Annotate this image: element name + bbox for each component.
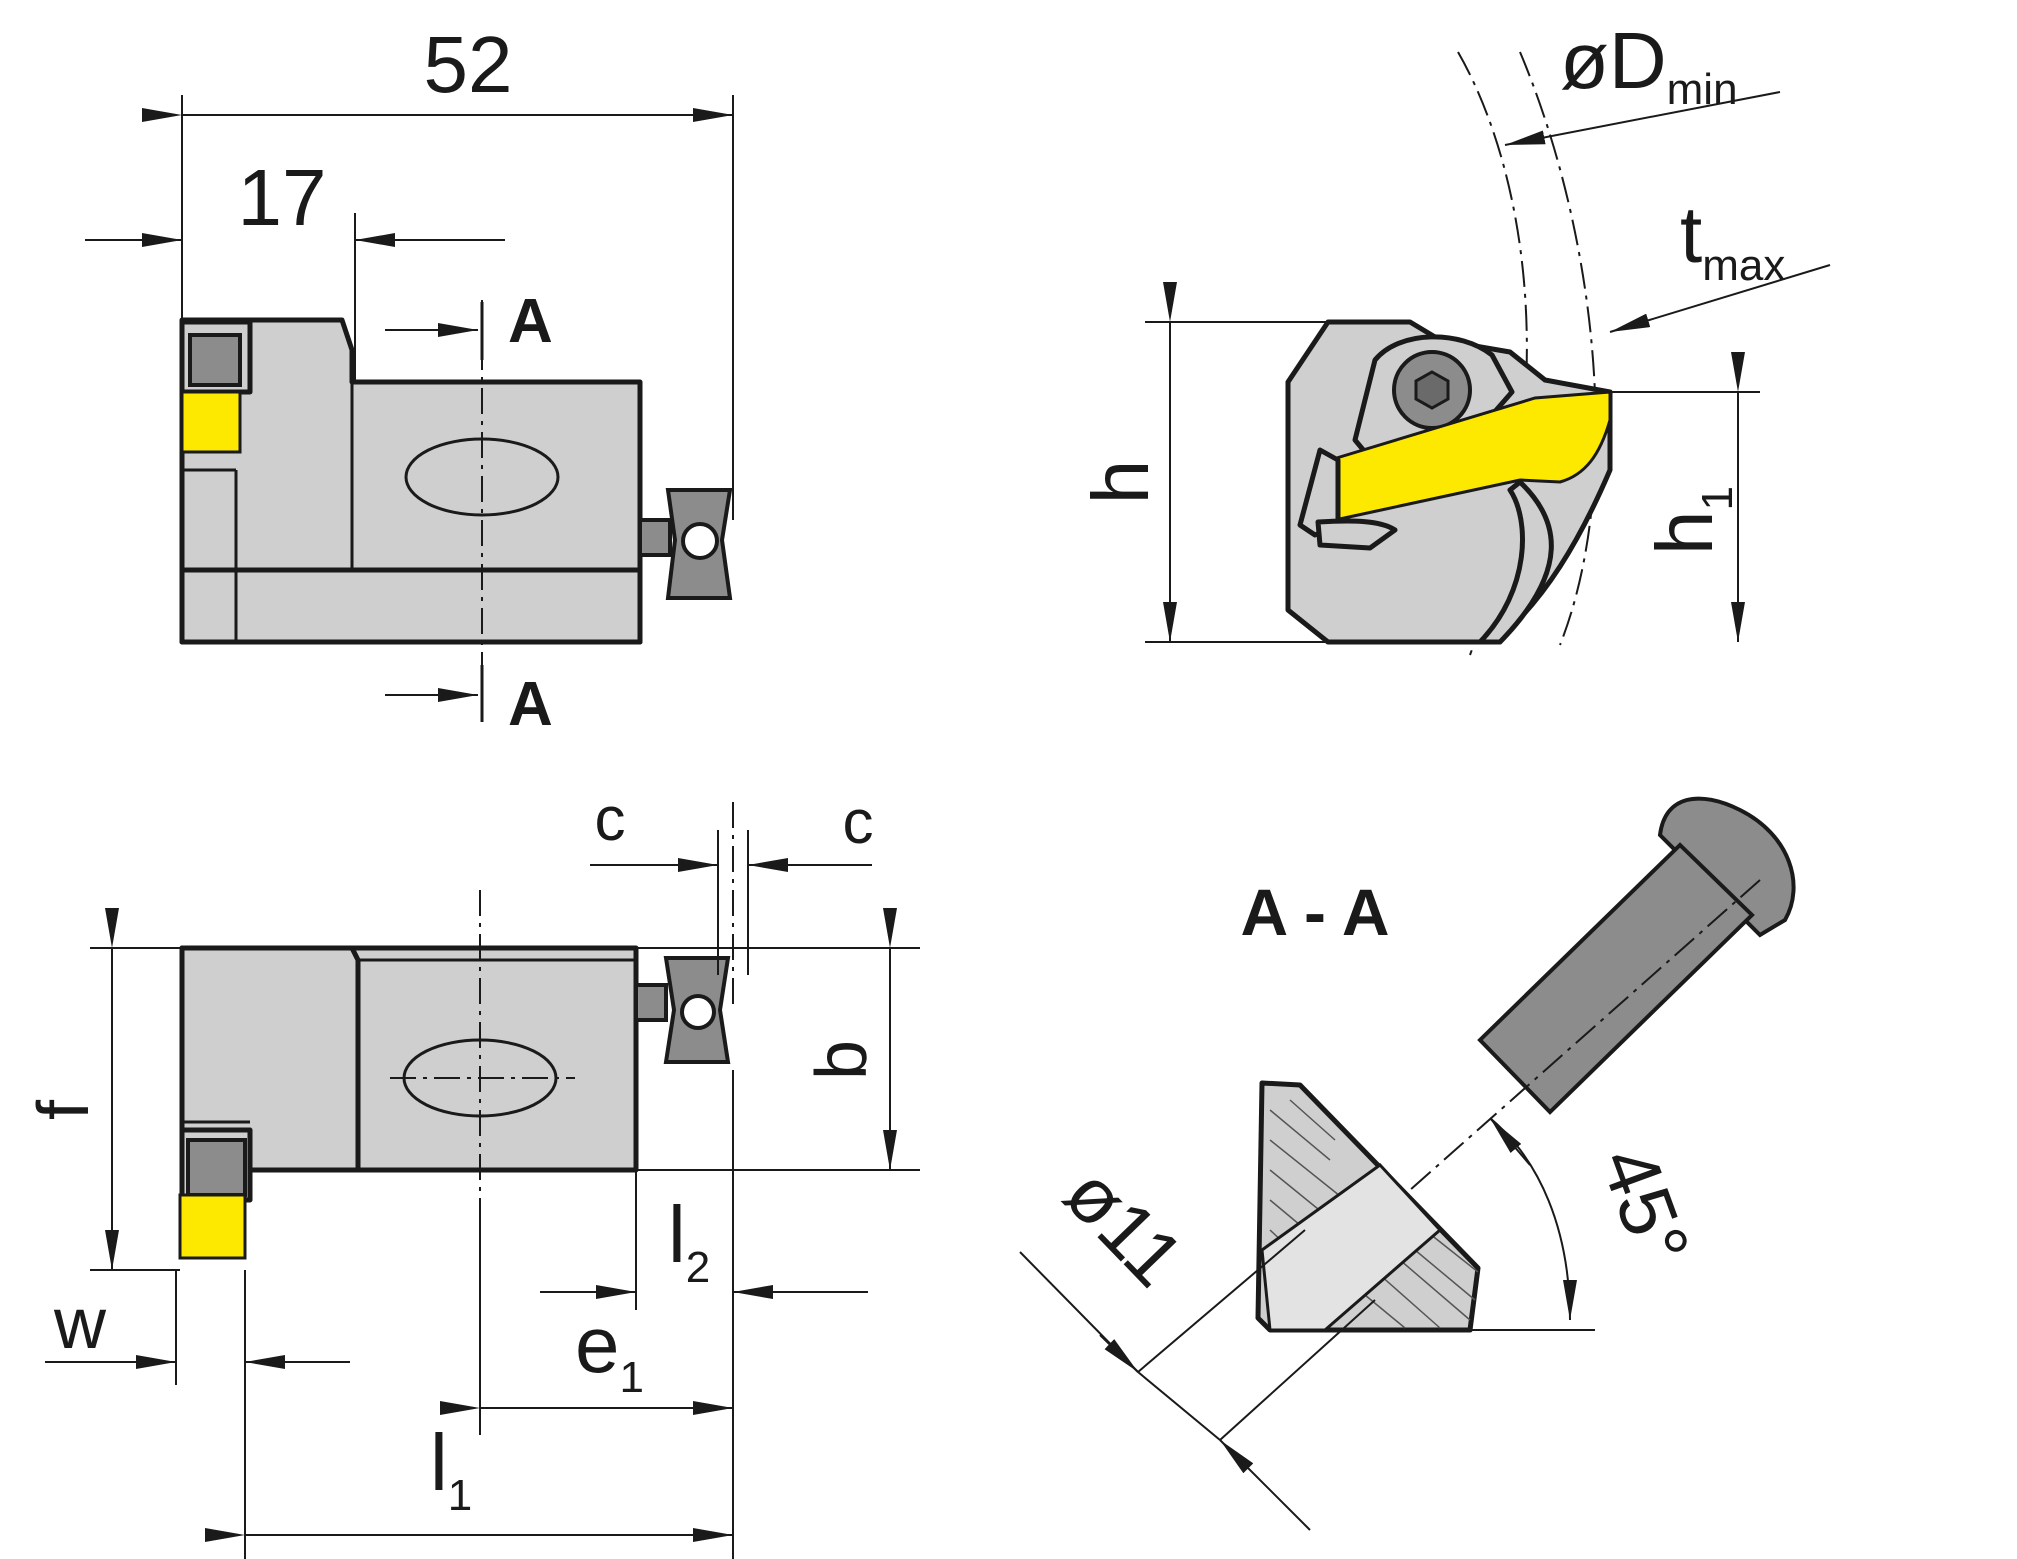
insert-top-view <box>180 390 242 454</box>
dim-f: f <box>24 1099 104 1120</box>
dim-h1: h1 <box>1640 486 1742 555</box>
dim-l2: l2 <box>668 1190 710 1292</box>
clamp-screw-top <box>188 333 242 387</box>
dim-l1: l1 <box>430 1418 472 1520</box>
insert-bottom-view <box>178 1193 247 1260</box>
bottom-left-view: f b c c w l2 e1 <box>24 785 920 1559</box>
section-cut-label-bottom: A <box>508 670 553 739</box>
dim-52: 52 <box>424 20 513 109</box>
stop-screw-shank-bottom <box>634 983 668 1022</box>
dim-e1: e1 <box>575 1300 644 1402</box>
dim-w: w <box>53 1284 107 1364</box>
dim-45-deg: 45° <box>1584 1135 1707 1276</box>
section-bore <box>1260 1163 1443 1332</box>
bolt-shank <box>1477 842 1755 1115</box>
insert-side-view <box>1328 390 1612 522</box>
top-right-view: h h1 øDmin tmax <box>1076 16 1831 656</box>
dim-h: h <box>1076 460 1165 505</box>
bolt-head <box>1657 796 1796 938</box>
dim-b: b <box>802 1040 882 1080</box>
dim-d-min: øDmin <box>1560 16 1738 114</box>
stop-screw-shank <box>638 518 672 557</box>
holder-slide <box>179 567 643 645</box>
section-a-a-title: A - A <box>1240 875 1389 949</box>
top-left-view: 52 17 A A <box>85 20 734 739</box>
dim-c-left: c <box>595 785 626 854</box>
dim-t-max: tmax <box>1680 190 1785 290</box>
dim-17: 17 <box>238 153 327 242</box>
dim-dia-11: ø11 <box>1048 1149 1201 1303</box>
dim-c-right: c <box>843 788 874 857</box>
section-cut-label-top: A <box>508 287 553 356</box>
section-a-a-view: A - A 45° <box>1019 796 1796 1531</box>
